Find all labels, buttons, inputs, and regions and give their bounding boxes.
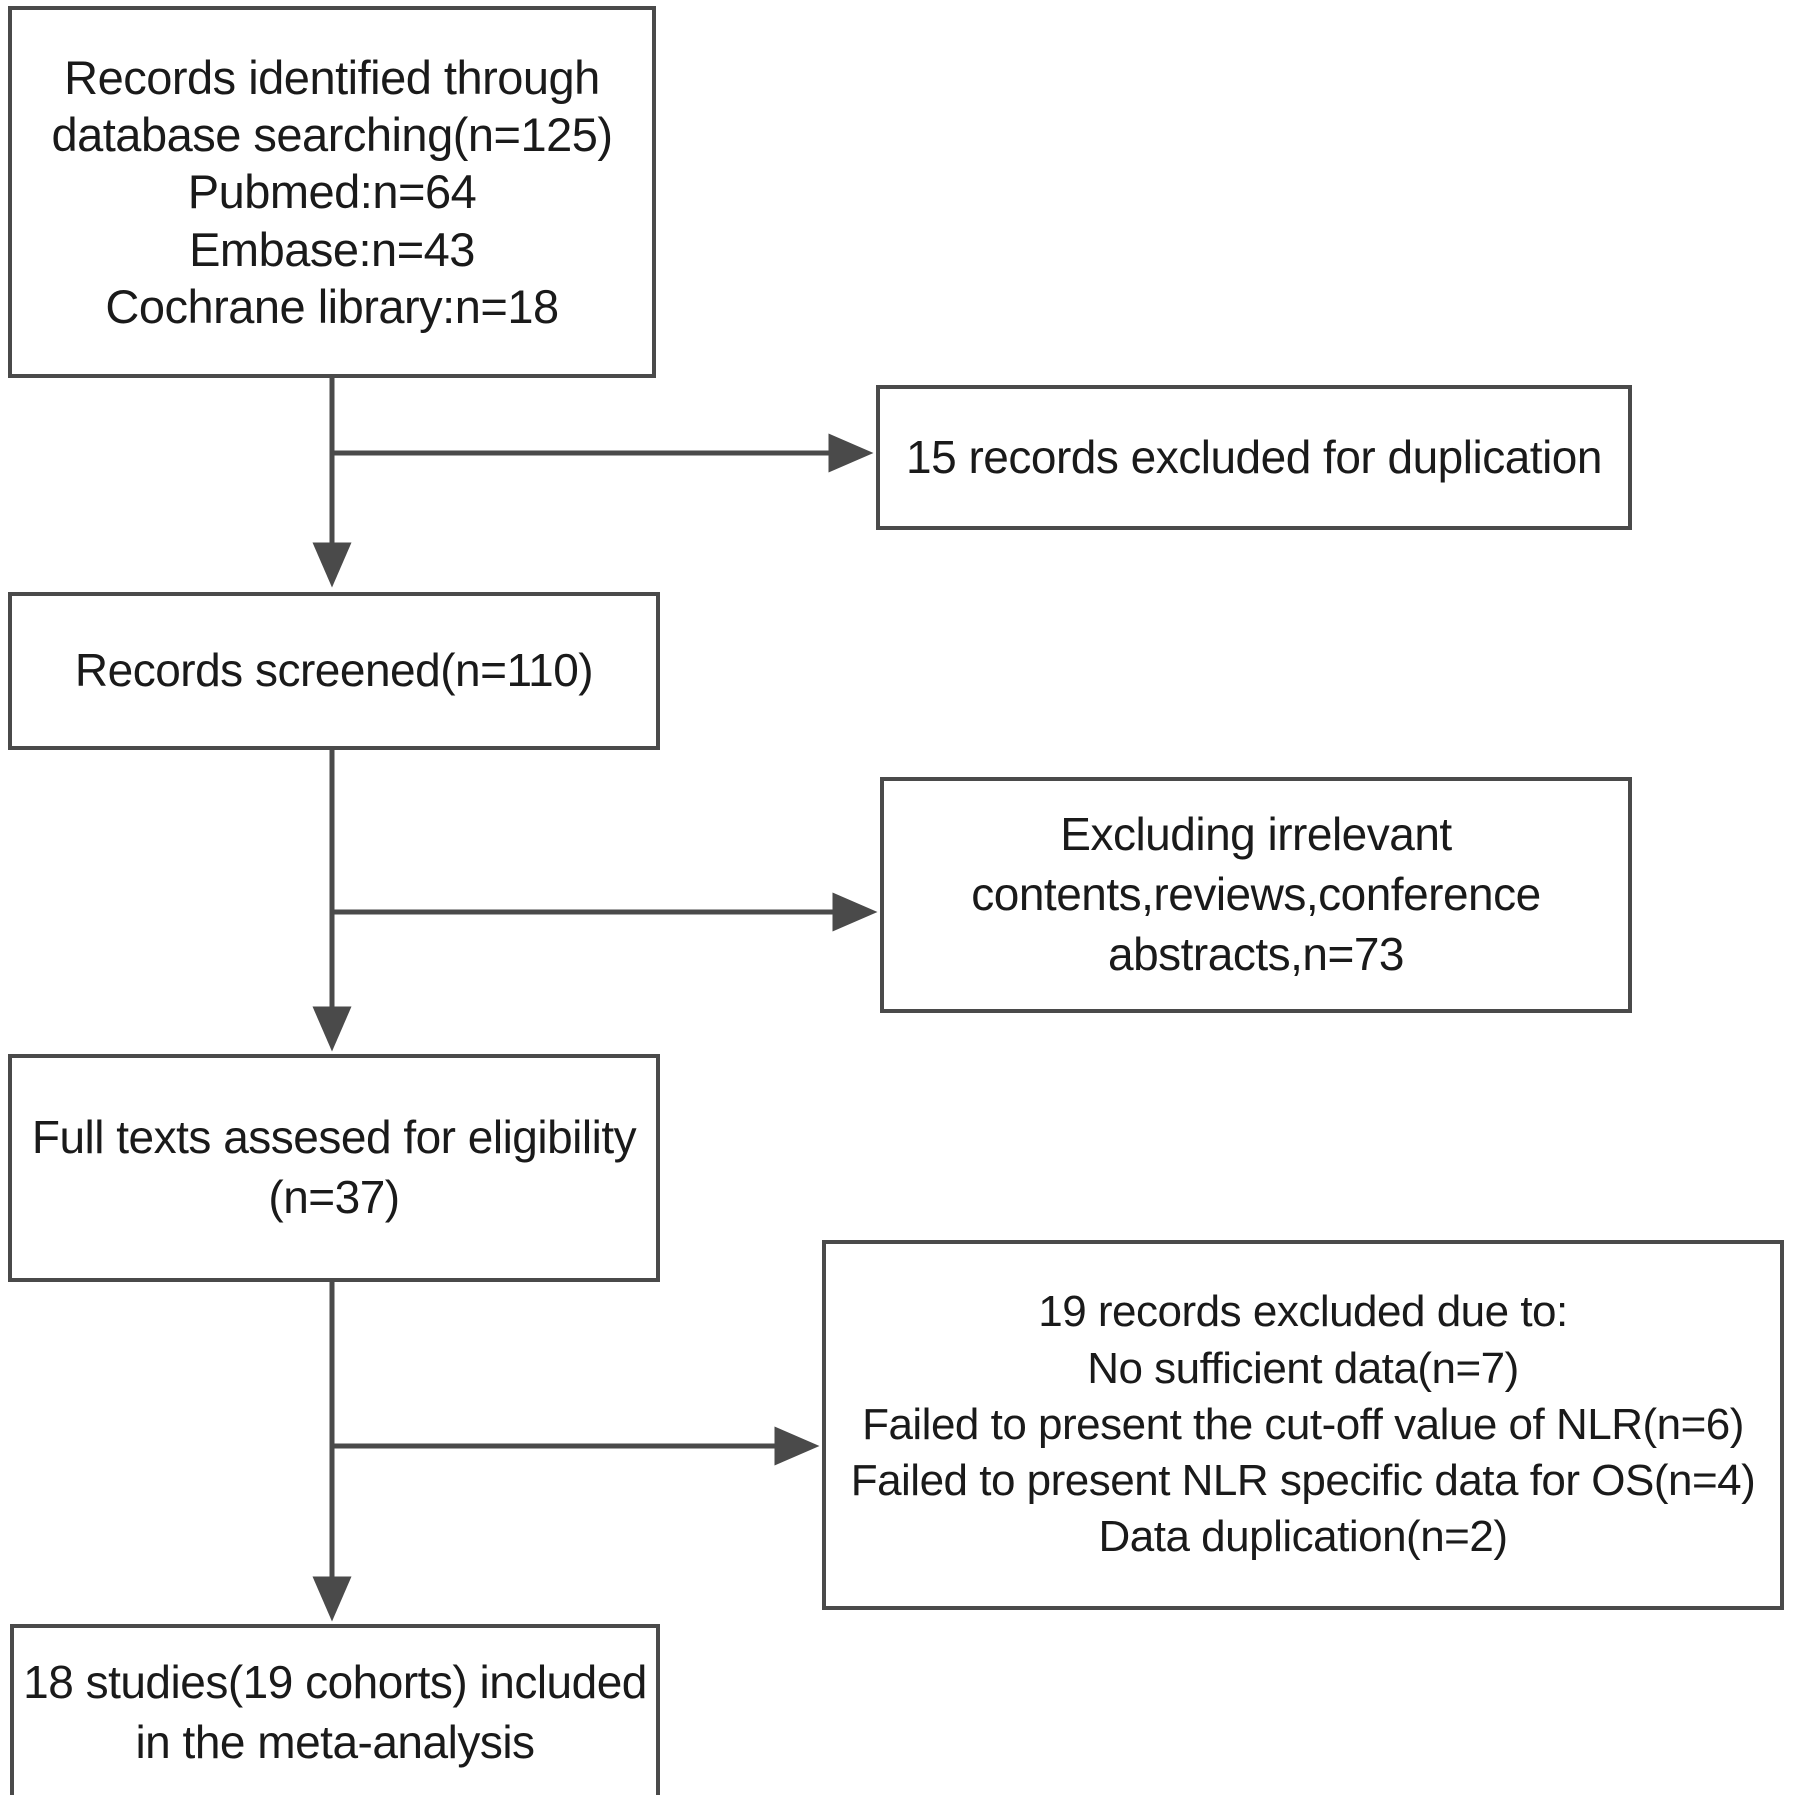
node-records-excluded-line-5: Data duplication(n=2)	[1098, 1512, 1508, 1562]
node-records-excluded-line-4: Failed to present NLR specific data for …	[850, 1456, 1756, 1506]
node-duplicates-excluded-line-1: 15 records excluded for duplication	[906, 430, 1602, 483]
node-irrelevant-excluded-line-1: Excluding irrelevant	[1060, 808, 1452, 861]
node-irrelevant-excluded-line-3: abstracts,n=73	[1107, 927, 1405, 980]
node-records-identified-line-2: database searching(n=125)	[51, 108, 613, 161]
node-records-excluded-line-2: No sufficient data(n=7)	[1087, 1343, 1519, 1393]
node-records-identified: Records identified through database sear…	[8, 6, 656, 378]
node-records-identified-line-1: Records identified through	[64, 50, 600, 104]
node-records-identified-line-5: Cochrane library:n=18	[105, 279, 559, 333]
node-records-identified-line-4: Embase:n=43	[189, 222, 475, 276]
node-records-excluded-reasons: 19 records excluded due to: No sufficien…	[822, 1240, 1784, 1610]
node-studies-included-line-2: in the meta-analysis	[135, 1716, 535, 1768]
node-records-screened: Records screened(n=110)	[8, 592, 660, 750]
node-full-texts-assessed: Full texts assesed for eligibility (n=37…	[8, 1054, 660, 1282]
node-records-excluded-line-3: Failed to present the cut-off value of N…	[862, 1399, 1744, 1449]
node-irrelevant-excluded: Excluding irrelevant contents,reviews,co…	[880, 777, 1632, 1013]
node-studies-included-line-1: 18 studies(19 cohorts) included	[23, 1656, 647, 1709]
node-records-identified-line-3: Pubmed:n=64	[187, 165, 477, 219]
node-records-excluded-line-1: 19 records excluded due to:	[1038, 1287, 1568, 1337]
node-duplicates-excluded: 15 records excluded for duplication	[876, 385, 1632, 530]
node-irrelevant-excluded-line-2: contents,reviews,conference	[971, 868, 1541, 921]
node-full-texts-assessed-line-2: (n=37)	[268, 1171, 400, 1223]
node-records-screened-line-1: Records screened(n=110)	[74, 644, 594, 697]
node-full-texts-assessed-line-1: Full texts assesed for eligibility	[31, 1111, 637, 1164]
node-studies-included: 18 studies(19 cohorts) included in the m…	[10, 1624, 660, 1795]
